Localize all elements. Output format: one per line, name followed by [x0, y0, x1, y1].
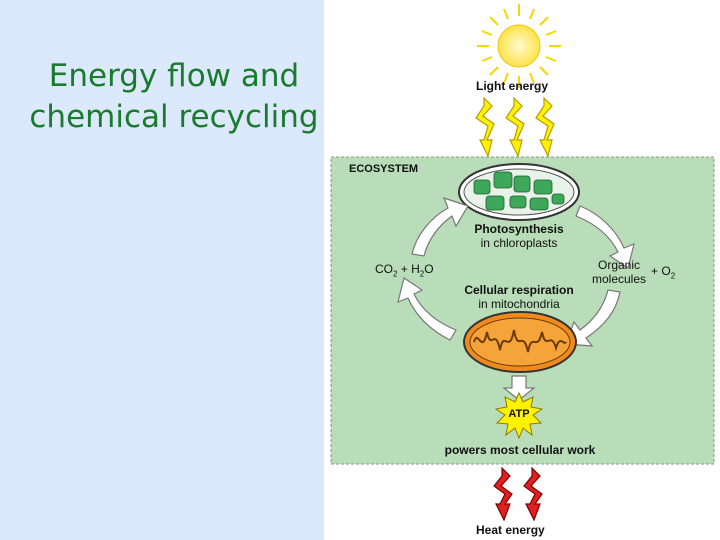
- photosynthesis-label: Photosynthesis: [474, 222, 564, 236]
- plus-o2-label: + O2: [651, 264, 675, 280]
- slide-title-line-1: Energy flow and: [48, 58, 300, 94]
- cycle-arrow-top-right: [575, 205, 635, 269]
- plus-h2o-text: + H: [397, 262, 420, 276]
- h2o-subscript: 2: [419, 269, 425, 279]
- co2-text: CO: [375, 262, 393, 276]
- energy-flow-diagram: Light energy ECOSYSTEM Photosynthesis in…: [324, 0, 720, 540]
- cycle-arrows: [397, 197, 635, 347]
- ecosystem-label: ECOSYSTEM: [349, 163, 419, 175]
- organic-line-1: Organic: [597, 258, 641, 272]
- o2-subscript: 2: [670, 271, 676, 281]
- cellular-respiration-label: Cellular respiration: [464, 283, 574, 297]
- light-arrow-1: [475, 96, 495, 158]
- organic-line-2: molecules: [591, 272, 647, 286]
- light-energy-label: Light energy: [476, 79, 549, 93]
- sun-icon: [477, 4, 561, 88]
- atp-starburst: [494, 391, 544, 440]
- heat-arrow-1: [493, 466, 513, 522]
- chloroplast-icon: [458, 163, 580, 221]
- plus-o2-text: + O: [651, 264, 671, 278]
- cycle-arrow-top-left: [411, 197, 469, 257]
- diagram-graphics: [330, 4, 715, 522]
- co2-subscript: 2: [393, 269, 398, 279]
- h2o-o-text: O: [424, 262, 434, 276]
- mitochondrion-icon: [463, 311, 577, 373]
- heat-arrow-2: [523, 466, 543, 522]
- slide-left-panel: [0, 0, 324, 540]
- co2-h2o-label: CO2 + H2O: [375, 262, 434, 278]
- heat-energy-label: Heat energy: [476, 523, 545, 537]
- light-arrow-2: [505, 96, 525, 158]
- slide-title-line-2: chemical recycling: [29, 99, 319, 135]
- cycle-arrow-bottom-left: [397, 277, 457, 341]
- in-mitochondria-label: in mitochondria: [478, 297, 560, 311]
- heat-energy-arrows: [493, 466, 543, 522]
- light-arrow-3: [535, 96, 555, 158]
- atp-label: ATP: [508, 408, 530, 420]
- slide-title: Energy flow and chemical recycling: [0, 56, 348, 138]
- light-energy-arrows: [475, 96, 555, 158]
- atp-down-arrow: [502, 375, 536, 401]
- in-chloroplasts-label: in chloroplasts: [480, 236, 558, 250]
- powers-work-label: powers most cellular work: [444, 443, 596, 457]
- organic-molecules-label: Organic molecules: [582, 258, 656, 286]
